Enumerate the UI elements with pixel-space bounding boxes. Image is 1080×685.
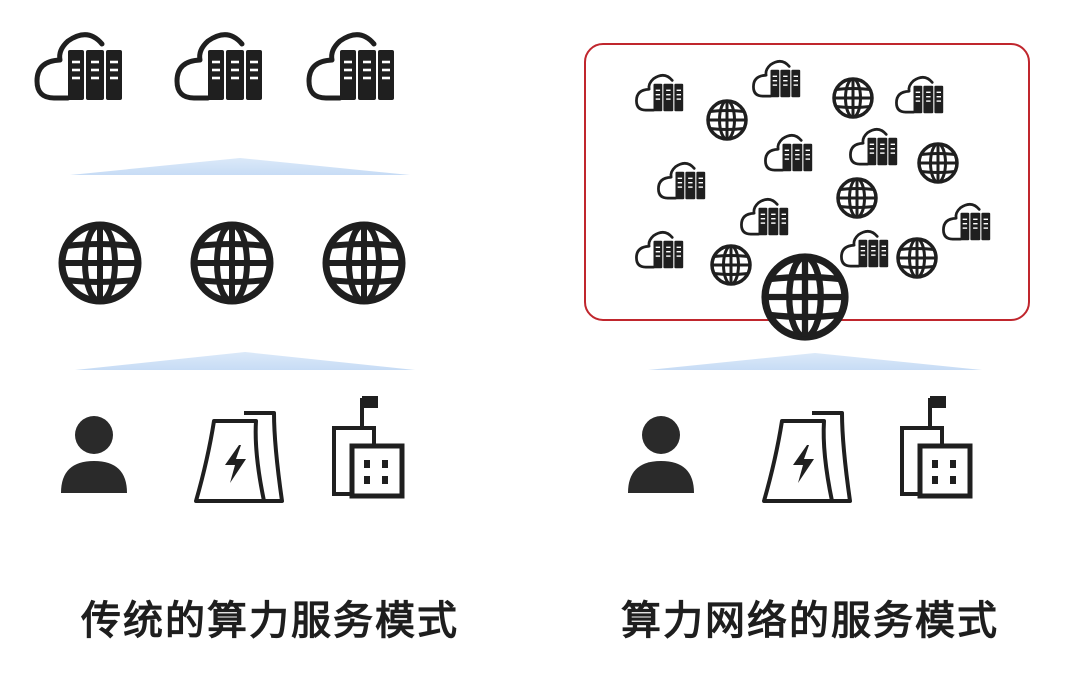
cloud-server-icon <box>635 73 685 113</box>
cloud-server-icon <box>764 133 814 173</box>
right-user-layer <box>628 396 970 503</box>
left-network-layer <box>62 225 402 301</box>
building-icon <box>334 396 402 496</box>
network-pool <box>635 59 992 337</box>
caption-network-model: 算力网络的服务模式 <box>621 598 999 644</box>
globe-icon <box>710 244 752 286</box>
user-icon <box>628 416 694 493</box>
cloud-server-icon <box>840 229 890 269</box>
cloud-server-icon <box>895 75 945 115</box>
cloud-server-icon <box>849 127 899 167</box>
user-icon <box>61 416 127 493</box>
cloud-server-icon <box>740 197 790 237</box>
globe-icon <box>194 225 270 301</box>
cloud-server-icon <box>942 202 992 242</box>
globe-icon <box>896 237 938 279</box>
left-cloud-layer <box>37 35 394 100</box>
globe-icon <box>917 142 959 184</box>
cloud-server-icon <box>752 59 802 99</box>
globe-icon <box>62 225 138 301</box>
power-plant-icon <box>762 411 852 503</box>
globe-icon <box>832 77 874 119</box>
cloud-server-icon <box>309 35 394 100</box>
globe-icon <box>706 99 748 141</box>
connector-network-users <box>75 352 415 370</box>
cloud-server-icon <box>635 230 685 270</box>
cloud-server-icon <box>177 35 262 100</box>
caption-traditional-model: 传统的算力服务模式 <box>81 598 459 644</box>
cloud-server-icon <box>657 161 707 201</box>
connector-pool-users <box>648 353 982 370</box>
left-user-layer <box>61 396 402 503</box>
building-icon <box>902 396 970 496</box>
cloud-server-icon <box>37 35 122 100</box>
globe-icon <box>836 177 878 219</box>
central-globe-icon <box>765 257 845 337</box>
power-plant-icon <box>194 411 284 503</box>
connector-cloud-network <box>70 158 410 175</box>
globe-icon <box>326 225 402 301</box>
